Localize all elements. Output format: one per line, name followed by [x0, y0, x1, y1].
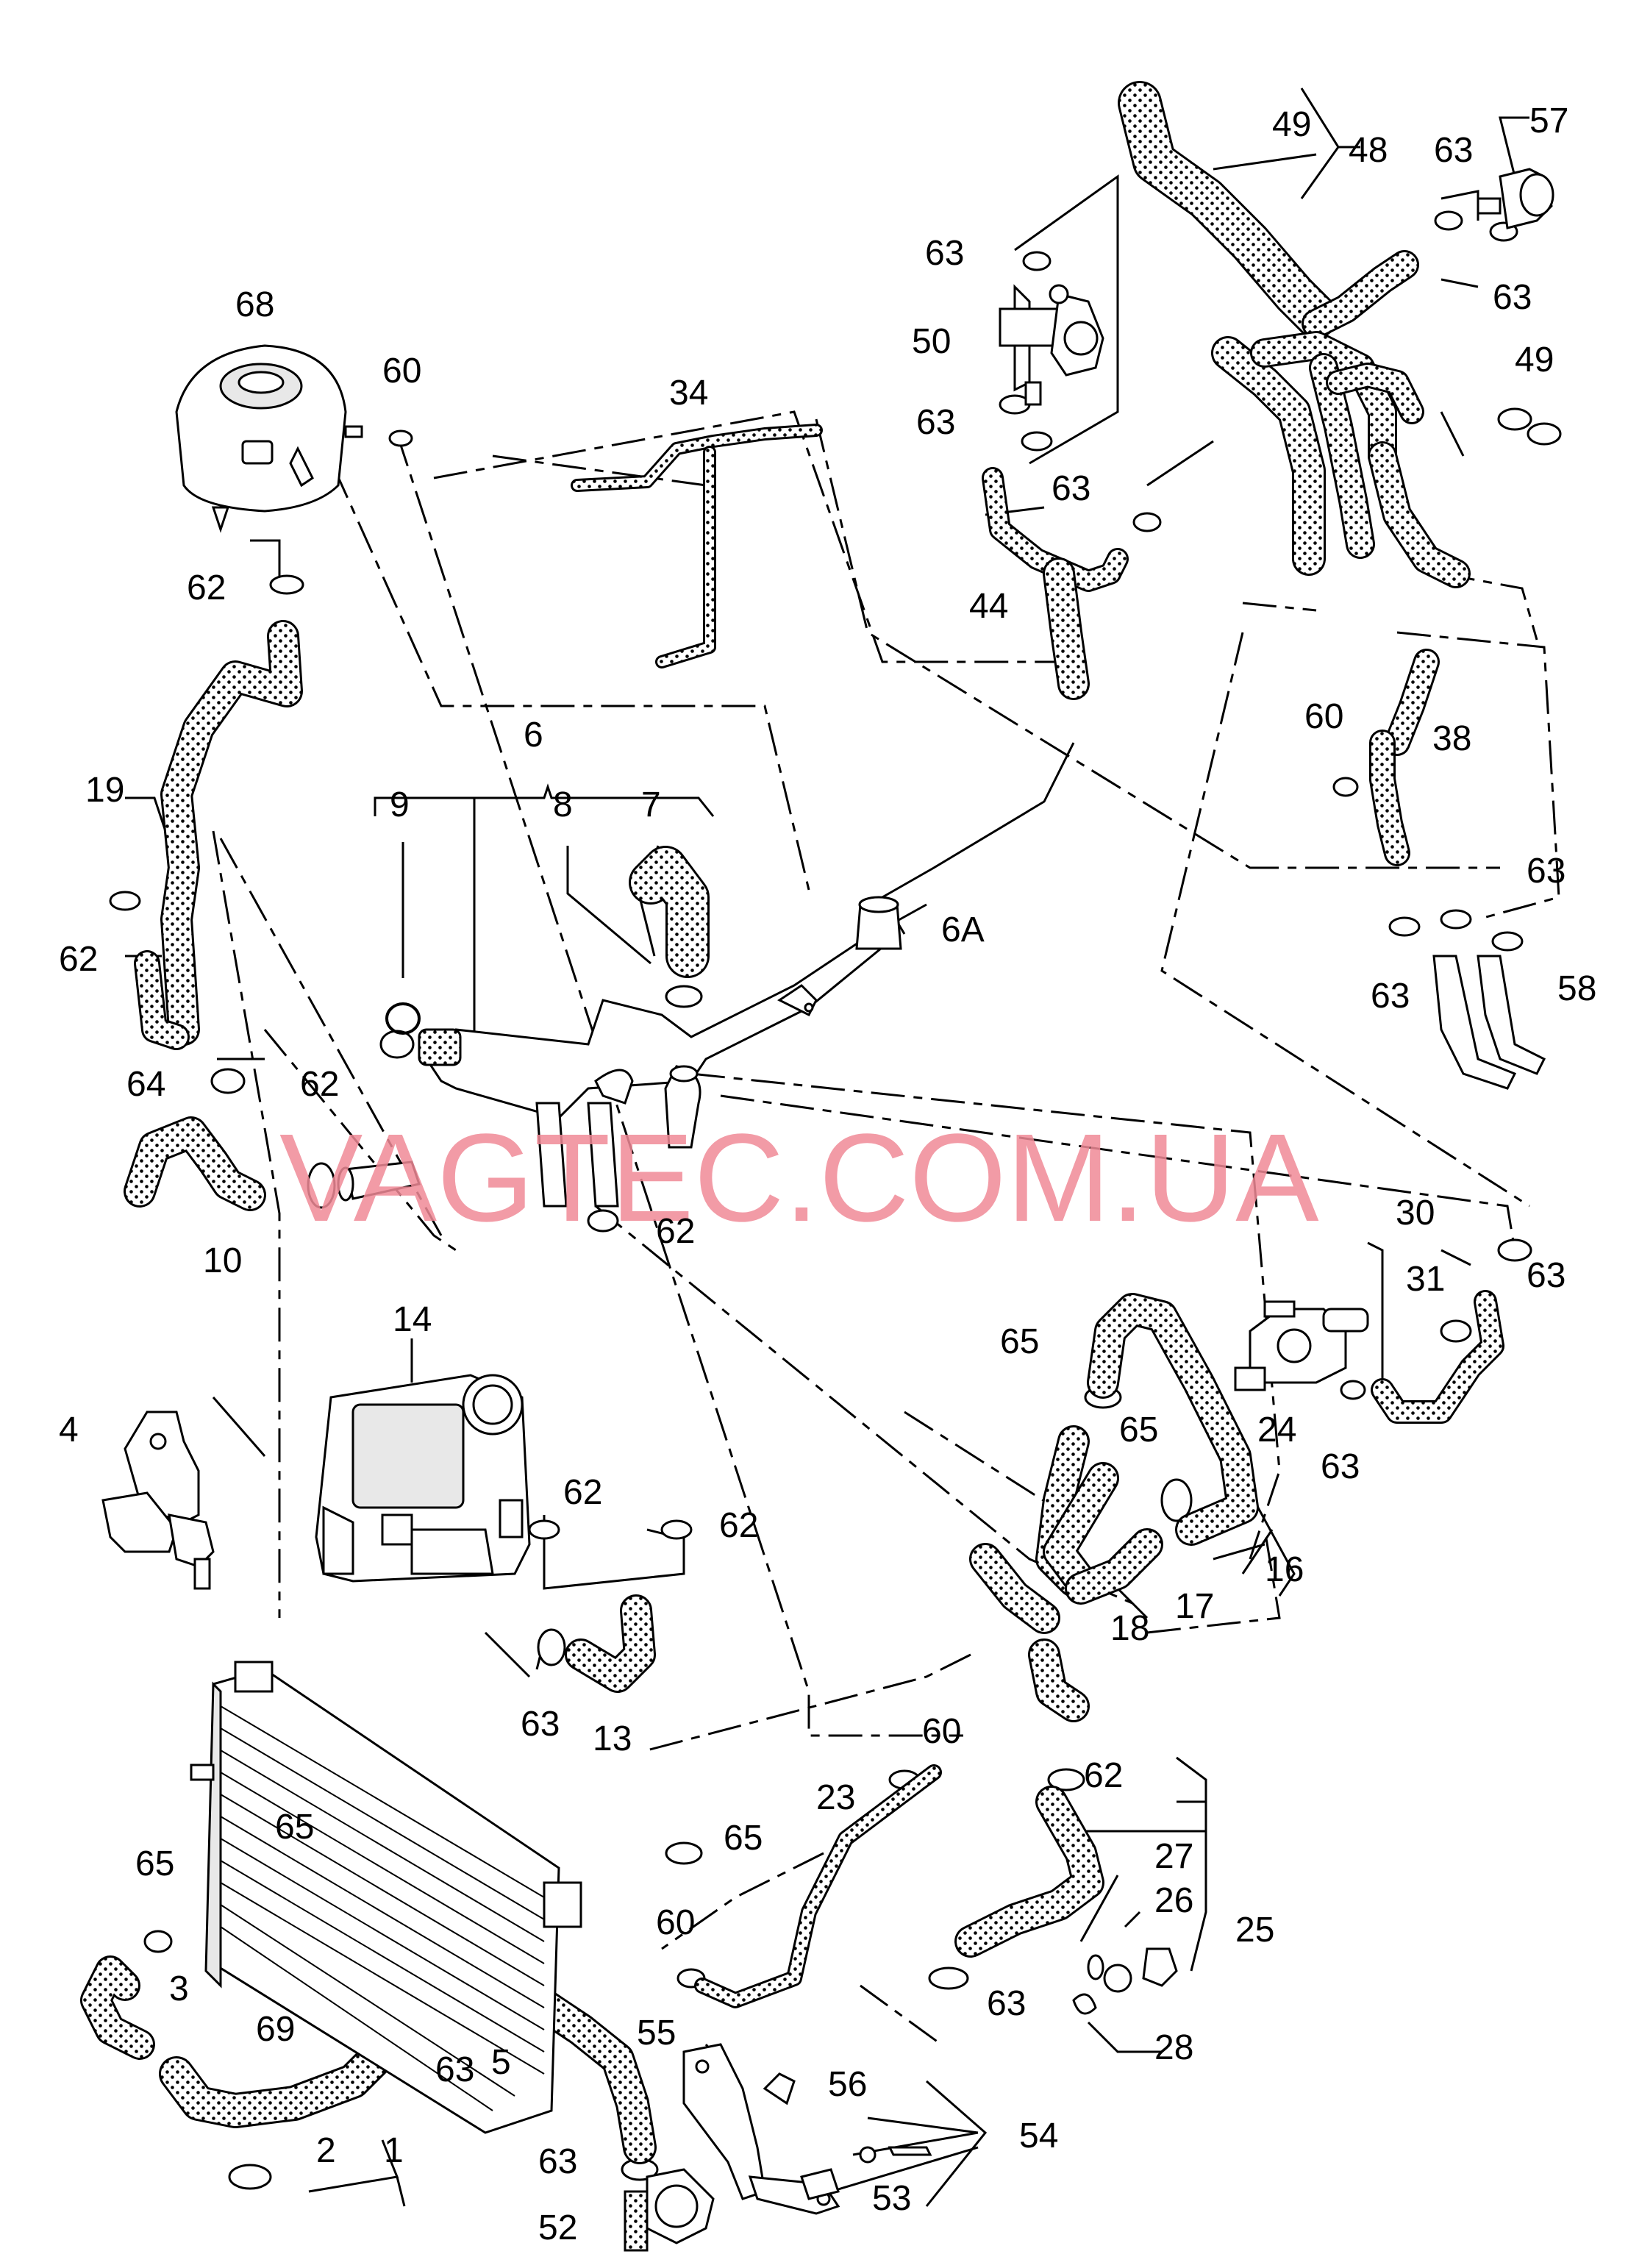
label-63-k: 63 [987, 1984, 1026, 2023]
label-49-top: 49 [1272, 105, 1311, 144]
watermark: VAGTEC.COM.UA [279, 1108, 1319, 1248]
label-10: 10 [203, 1241, 242, 1280]
label-62-e: 62 [563, 1473, 602, 1512]
label-23: 23 [816, 1778, 855, 1817]
label-63-h: 63 [1527, 1256, 1565, 1295]
label-65-e: 65 [135, 1844, 174, 1883]
coolant-valve [999, 284, 1104, 406]
label-3: 3 [169, 1969, 189, 2008]
label-14: 14 [393, 1300, 432, 1339]
label-6: 6 [524, 716, 543, 755]
label-28: 28 [1154, 2028, 1193, 2067]
temperature-sensor [1072, 1947, 1178, 2015]
heater-module [315, 1374, 531, 1583]
coolant-pipe [337, 896, 902, 1208]
label-63-e: 63 [1052, 469, 1090, 508]
label-63-a: 63 [925, 234, 964, 273]
label-60-tank: 60 [382, 352, 421, 391]
label-62-f: 62 [719, 1506, 758, 1545]
label-63-d: 63 [916, 403, 955, 442]
label-38: 38 [1432, 719, 1471, 758]
label-62-a: 62 [187, 568, 226, 607]
auxiliary-pump [624, 2168, 715, 2252]
label-63-m: 63 [538, 2142, 577, 2181]
label-44: 44 [969, 587, 1008, 626]
label-68: 68 [235, 285, 274, 324]
label-18: 18 [1110, 1609, 1149, 1648]
label-34: 34 [669, 374, 708, 413]
label-64: 64 [126, 1065, 165, 1104]
label-63-j: 63 [521, 1705, 560, 1744]
radiator [190, 1661, 582, 2134]
callout-labels: 1 2 3 4 5 6 6A 7 8 9 10 13 14 16 17 18 1… [59, 101, 1596, 2247]
label-8: 8 [553, 785, 573, 824]
label-16: 16 [1265, 1550, 1304, 1589]
label-27: 27 [1154, 1837, 1193, 1876]
expansion-tank [175, 344, 363, 533]
label-63-g: 63 [1371, 977, 1410, 1016]
label-60-right: 60 [1304, 697, 1343, 736]
label-69: 69 [256, 2010, 295, 2049]
label-63-f: 63 [1527, 852, 1565, 891]
label-24: 24 [1257, 1411, 1296, 1449]
hose-adapter [1477, 168, 1554, 229]
label-52: 52 [538, 2208, 577, 2247]
heater-pipes [1432, 955, 1546, 1090]
label-62-b: 62 [59, 940, 98, 979]
label-53: 53 [872, 2179, 911, 2218]
label-9: 9 [390, 785, 410, 824]
label-6a: 6A [941, 910, 985, 949]
label-65-c: 65 [275, 1808, 314, 1847]
label-58: 58 [1557, 969, 1596, 1008]
label-63-b: 63 [1434, 131, 1473, 170]
label-60-lower: 60 [922, 1712, 961, 1751]
thermostat-housing [101, 1411, 215, 1590]
label-62-g: 62 [1084, 1756, 1123, 1795]
label-19: 19 [85, 771, 124, 810]
pump-bracket [682, 2043, 932, 2215]
label-30: 30 [1396, 1194, 1435, 1233]
label-54: 54 [1019, 2117, 1058, 2155]
label-63-i: 63 [1321, 1447, 1360, 1486]
label-25: 25 [1235, 1911, 1274, 1950]
label-63-l: 63 [435, 2050, 474, 2089]
label-55: 55 [637, 2014, 676, 2053]
label-4: 4 [59, 1411, 79, 1449]
label-2: 2 [316, 2131, 336, 2170]
coolant-pump [1234, 1300, 1369, 1391]
label-60-bottom: 60 [656, 1903, 695, 1942]
label-49-right: 49 [1515, 340, 1554, 379]
label-65-a: 65 [1000, 1322, 1039, 1361]
label-1: 1 [384, 2131, 404, 2170]
label-50: 50 [912, 322, 951, 361]
label-65-d: 65 [724, 1819, 763, 1858]
label-7: 7 [641, 785, 661, 824]
label-13: 13 [593, 1719, 632, 1758]
label-31: 31 [1406, 1260, 1445, 1299]
label-56: 56 [828, 2065, 867, 2104]
label-62-d: 62 [656, 1212, 695, 1251]
label-17: 17 [1175, 1587, 1214, 1626]
label-48: 48 [1349, 131, 1388, 170]
label-63-c: 63 [1493, 278, 1532, 317]
label-57: 57 [1529, 101, 1568, 140]
label-26: 26 [1154, 1881, 1193, 1920]
label-62-c: 62 [300, 1065, 339, 1104]
o-ring [385, 1002, 421, 1035]
label-65-b: 65 [1119, 1411, 1158, 1449]
label-5: 5 [491, 2043, 511, 2082]
